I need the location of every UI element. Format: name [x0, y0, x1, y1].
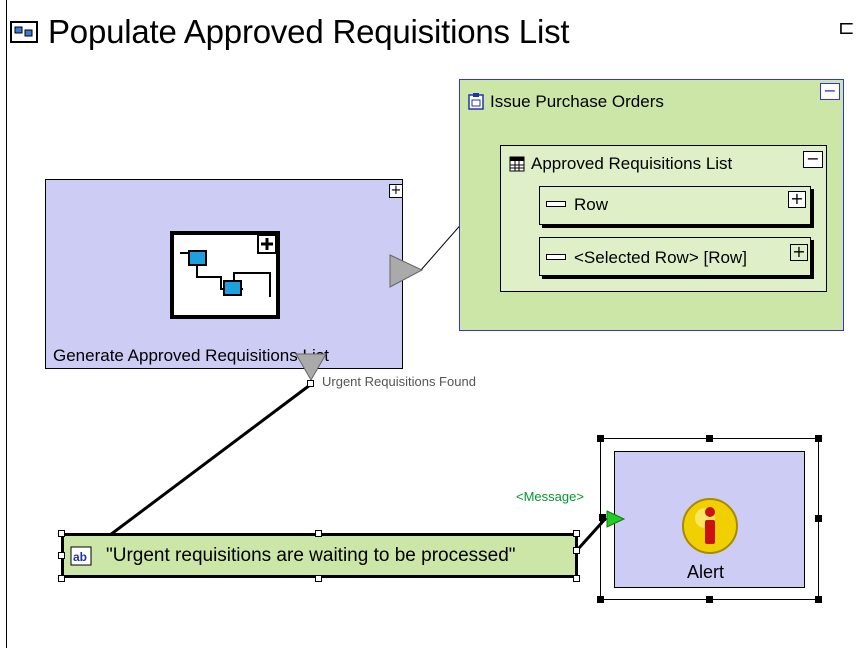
corner-collapse-icon[interactable]: ⊏ — [838, 17, 855, 39]
alert-handle-bl[interactable] — [597, 596, 604, 603]
text-constant-icon: ab — [70, 546, 92, 571]
message-handle-tr[interactable] — [573, 530, 580, 537]
list-collapse-button[interactable]: − — [803, 151, 823, 168]
output-port[interactable] — [388, 253, 424, 289]
alert-handle-tr[interactable] — [815, 435, 822, 442]
message-handle-br[interactable] — [573, 575, 580, 582]
table-icon — [509, 156, 525, 177]
process-label: Generate Approved Requisitions List — [53, 346, 329, 365]
exit-port-label: Urgent Requisitions Found — [322, 374, 476, 389]
alert-port-handle[interactable] — [599, 514, 606, 521]
row-icon — [546, 201, 566, 207]
alert-handle-br[interactable] — [815, 596, 822, 603]
message-handle-tm[interactable] — [315, 530, 322, 537]
canvas-border — [6, 0, 7, 648]
issue-purchase-orders-group[interactable]: Issue Purchase Orders − Approved Requisi… — [459, 79, 844, 331]
row-label: Row — [574, 195, 609, 214]
alert-handle-mr[interactable] — [815, 515, 822, 522]
message-port-label: <Message> — [516, 489, 584, 504]
clipboard-icon — [468, 92, 484, 115]
process-diagram-icon — [10, 21, 38, 43]
connector-line-message-to-alert[interactable] — [577, 516, 608, 550]
alert-node[interactable]: Alert — [614, 451, 805, 588]
message-handle-ml[interactable] — [58, 552, 65, 559]
message-handle-tl[interactable] — [58, 530, 65, 537]
expand-button[interactable]: + — [389, 183, 403, 198]
message-handle-mr[interactable] — [573, 547, 580, 554]
list-label: Approved Requisitions List — [531, 154, 733, 173]
message-text: "Urgent requisitions are waiting to be p… — [106, 545, 516, 566]
alert-handle-bm[interactable] — [706, 596, 713, 603]
exit-port-handle[interactable] — [307, 380, 314, 387]
selected-row-label: <Selected Row> [Row] — [574, 248, 747, 267]
info-icon — [681, 497, 739, 560]
message-handle-bl[interactable] — [58, 575, 65, 582]
row-expand-button[interactable]: + — [788, 191, 806, 208]
selected-row-icon — [546, 254, 566, 260]
alert-handle-tm[interactable] — [706, 435, 713, 442]
alert-handle-tl[interactable] — [597, 435, 604, 442]
row-item[interactable]: Row + — [539, 186, 811, 225]
message-node[interactable]: ab "Urgent requisitions are waiting to b… — [61, 533, 578, 578]
group-label: Issue Purchase Orders — [490, 92, 664, 111]
alert-label: Alert — [687, 562, 725, 582]
process-generate-approved-requisitions[interactable]: + Generate Approved Requisitions List — [45, 179, 403, 369]
group-collapse-button[interactable]: − — [820, 83, 840, 100]
message-handle-bm[interactable] — [315, 575, 322, 582]
selected-row-expand-button[interactable]: + — [790, 244, 808, 261]
approved-requisitions-list[interactable]: Approved Requisitions List − Row + <Sele… — [500, 145, 827, 292]
exit-port-triangle[interactable] — [294, 352, 328, 382]
diagram-header: Populate Approved Requisitions List — [10, 10, 570, 54]
svg-text:ab: ab — [73, 550, 87, 564]
selected-row-item[interactable]: <Selected Row> [Row] + — [539, 237, 811, 276]
message-input-port[interactable] — [606, 510, 626, 528]
subprocess-icon — [170, 231, 280, 324]
diagram-title: Populate Approved Requisitions List — [48, 13, 570, 50]
